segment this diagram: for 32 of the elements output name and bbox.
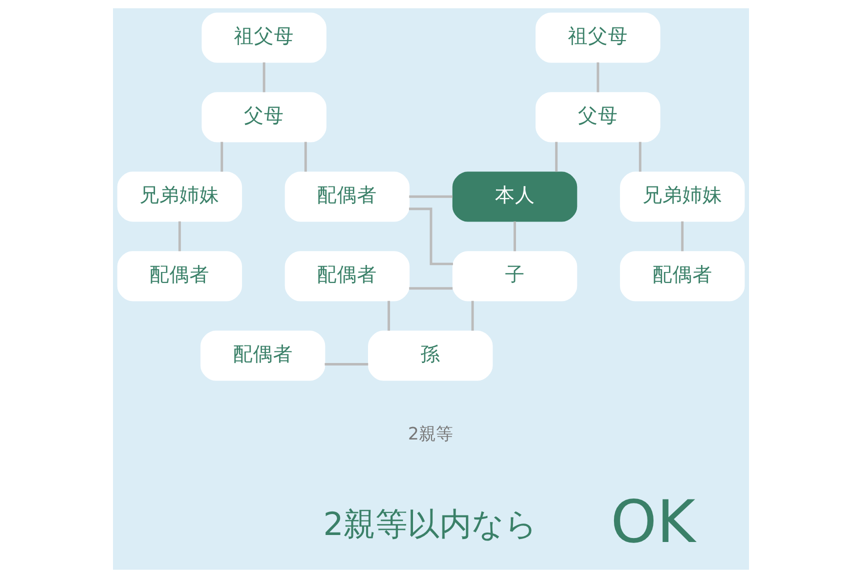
- node-box: 父母: [202, 92, 326, 142]
- connector: [388, 300, 390, 331]
- connector: [324, 363, 368, 366]
- connector: [220, 142, 224, 172]
- connector: [471, 300, 474, 331]
- connector: [681, 221, 684, 252]
- node-box: 兄弟姉妹: [620, 172, 745, 222]
- node-box: 孫: [368, 330, 493, 381]
- node-box: 配偶者: [284, 251, 410, 302]
- connector: [409, 287, 453, 290]
- label: OK: [610, 488, 696, 556]
- connector: [638, 142, 642, 172]
- label: 2親等以内なら: [323, 506, 538, 544]
- node-box: 配偶者: [284, 172, 410, 222]
- connector: [262, 62, 266, 92]
- node-box: 配偶者: [200, 330, 326, 381]
- connector: [514, 221, 516, 252]
- connector: [596, 62, 600, 92]
- node-box: 配偶者: [620, 251, 745, 302]
- node-box: 本人: [452, 172, 578, 222]
- node-box: 兄弟姉妹: [117, 172, 242, 222]
- connector: [555, 142, 558, 172]
- connector: [178, 221, 181, 252]
- label: 2親等: [408, 424, 453, 445]
- node-box: 父母: [536, 92, 660, 142]
- node-box: 祖父母: [202, 12, 326, 63]
- connector: [304, 142, 307, 172]
- node-box: 祖父母: [536, 12, 660, 63]
- node-box: 配偶者: [117, 251, 242, 302]
- connector: [409, 195, 453, 198]
- connector: [408, 208, 454, 266]
- node-box: 子: [452, 251, 578, 302]
